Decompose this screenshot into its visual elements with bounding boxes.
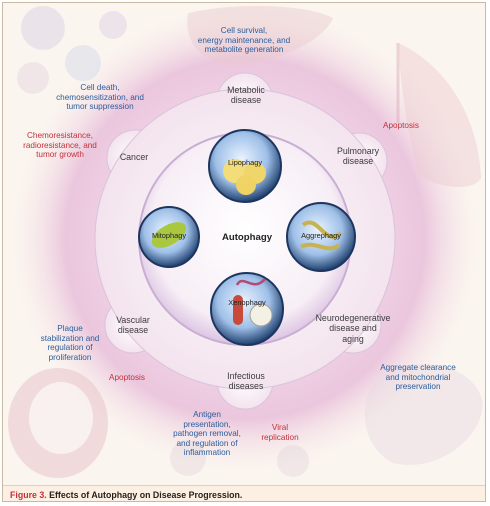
- cancer-effect-red: Chemoresistance, radioresistance, and tu…: [23, 131, 97, 160]
- figure-number: Figure 3.: [10, 490, 47, 500]
- pulmonary-effect-red: Apoptosis: [383, 121, 419, 130]
- node-infectious-diseases: Infectious diseases: [227, 371, 265, 392]
- figure-title: Effects of Autophagy on Disease Progress…: [49, 490, 243, 500]
- diagram-artwork: [3, 3, 485, 485]
- cancer-effect-blue: Cell death, chemosensitization, and tumo…: [56, 83, 144, 112]
- virus-illustration: [170, 440, 309, 477]
- cells-illustration: [17, 6, 127, 94]
- vascular-effect-red: Apoptosis: [109, 373, 145, 382]
- vascular-effect-blue: Plaque stabilization and regulation of p…: [40, 324, 100, 362]
- infectious-effect-red: Viral replication: [261, 423, 299, 442]
- figure-frame: Cell survival, energy maintenance, and m…: [2, 2, 486, 502]
- neuro-effect-blue: Aggregate clearance and mitochondrial pr…: [380, 363, 456, 392]
- aggrephagy-label: Aggrephagy: [301, 231, 341, 240]
- mitophagy-vesicle: [138, 206, 200, 268]
- mitophagy-label: Mitophagy: [151, 231, 187, 240]
- center-autophagy-label: Autophagy: [221, 232, 273, 243]
- node-neurodegenerative-disease: Neurodegenerative disease and aging: [315, 313, 391, 344]
- metabolic-effect-blue: Cell survival, energy maintenance, and m…: [197, 26, 291, 55]
- figure-caption: Figure 3. Effects of Autophagy on Diseas…: [3, 485, 485, 501]
- node-metabolic-disease: Metabolic disease: [227, 85, 265, 106]
- liver-illustration: [187, 6, 333, 65]
- xenophagy-label: Xenophagy: [228, 298, 266, 307]
- xenophagy-vesicle: [210, 272, 284, 346]
- brain-illustration: [364, 364, 483, 465]
- aggrephagy-vesicle: [286, 202, 356, 272]
- node-vascular-disease: Vascular disease: [116, 315, 150, 336]
- lipophagy-vesicle: [208, 129, 282, 203]
- node-pulmonary-disease: Pulmonary disease: [336, 146, 380, 167]
- infectious-effect-blue: Antigen presentation, pathogen removal, …: [173, 410, 241, 458]
- lungs-illustration: [396, 43, 481, 188]
- artery-illustration: [8, 368, 108, 478]
- lipophagy-label: Lipophagy: [227, 158, 263, 167]
- node-cancer: Cancer: [119, 152, 149, 162]
